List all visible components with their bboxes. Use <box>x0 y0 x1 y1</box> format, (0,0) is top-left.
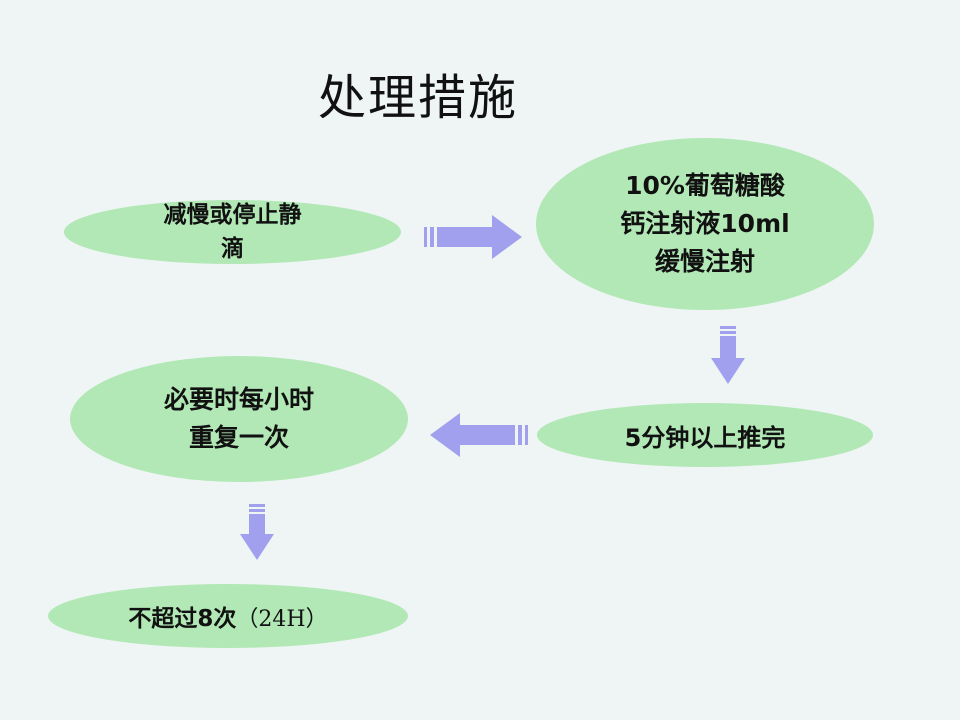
step-push-over-5-minutes: 5分钟以上推完 <box>537 403 873 467</box>
step-push-over-5-minutes-label: 5分钟以上推完 <box>624 423 786 452</box>
arrow-right-icon <box>424 215 522 259</box>
slide-title: 处理措施 <box>318 70 519 126</box>
step-max-8-times-main: 不超过8次 <box>128 606 237 632</box>
step-max-8-times-paren: （24H） <box>236 607 328 632</box>
step-max-8-times: 不超过8次（24H） <box>48 584 408 648</box>
arrow-left-icon <box>430 413 528 457</box>
step-repeat-hourly-label: 必要时每小时 重复一次 <box>163 385 314 452</box>
arrow-down-icon <box>711 326 745 384</box>
step-max-8-times-label: 不超过8次（24H） <box>128 599 327 633</box>
step-reduce-or-stop-drip: 减慢或停止静 滴 <box>64 200 401 264</box>
step-calcium-gluconate-injection-label: 10%葡萄糖酸 钙注射液10ml 缓慢注射 <box>620 171 790 276</box>
arrow-down-icon <box>240 504 274 560</box>
step-repeat-hourly: 必要时每小时 重复一次 <box>70 356 408 482</box>
step-calcium-gluconate-injection: 10%葡萄糖酸 钙注射液10ml 缓慢注射 <box>536 138 874 310</box>
step-reduce-or-stop-drip-label: 减慢或停止静 滴 <box>163 202 302 262</box>
